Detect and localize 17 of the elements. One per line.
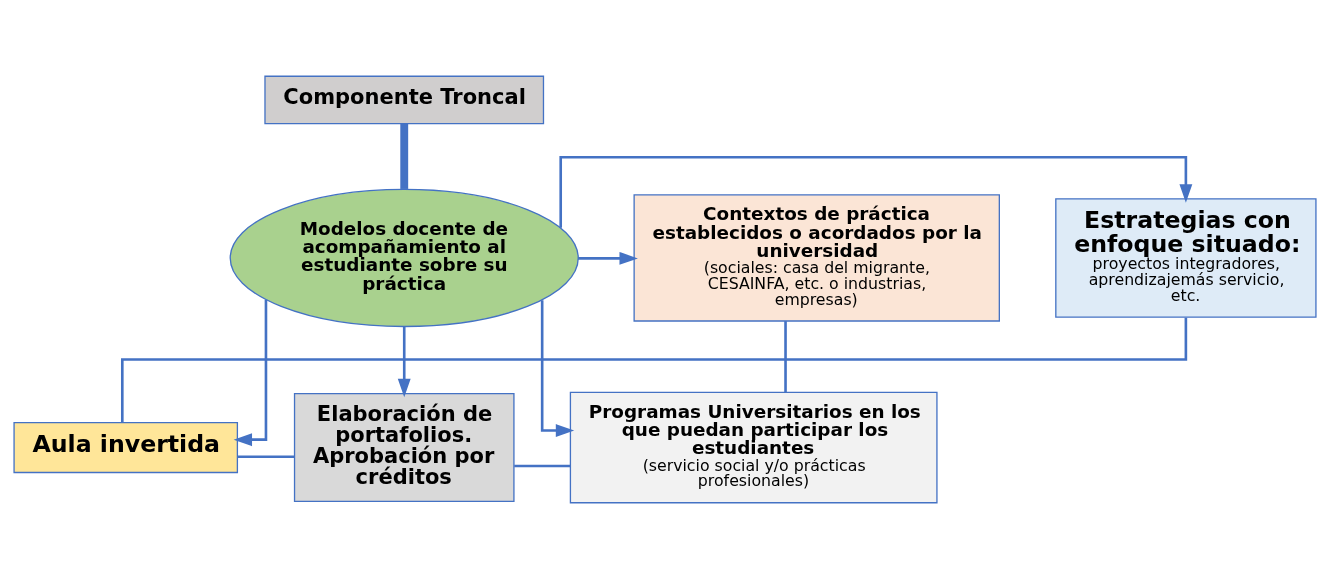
arrow <box>559 155 1193 228</box>
connector <box>400 123 409 189</box>
node-box: Aula invertida <box>13 421 239 474</box>
connector <box>121 317 1188 423</box>
arrow <box>233 299 268 447</box>
connector <box>237 455 295 459</box>
node-box: Programas Universitarios en los que puedan participar los estudiantes (servicio social y/o prácticas profesionales) <box>569 391 938 504</box>
node-box: Estrategias con enfoque situado: proyectos integradores, aprendizajemás servicio, etc. <box>1055 198 1317 318</box>
arrow <box>397 326 411 398</box>
node-ellipse: Modelos docente de acompañamiento al estudiante sobre su práctica <box>229 188 579 328</box>
node-box: Elaboración de portafolios. Aprobación por créditos <box>293 393 515 503</box>
node-box: Contextos de práctica establecidos o acordados por la universidad (sociales: casa del migrante, CESAINFA, etc. o industrias, empresas) <box>633 194 1000 322</box>
arrow <box>577 251 638 265</box>
connector <box>784 321 787 393</box>
arrow <box>540 300 575 437</box>
connector <box>514 464 571 468</box>
node-box: Componente Troncal <box>264 75 545 125</box>
